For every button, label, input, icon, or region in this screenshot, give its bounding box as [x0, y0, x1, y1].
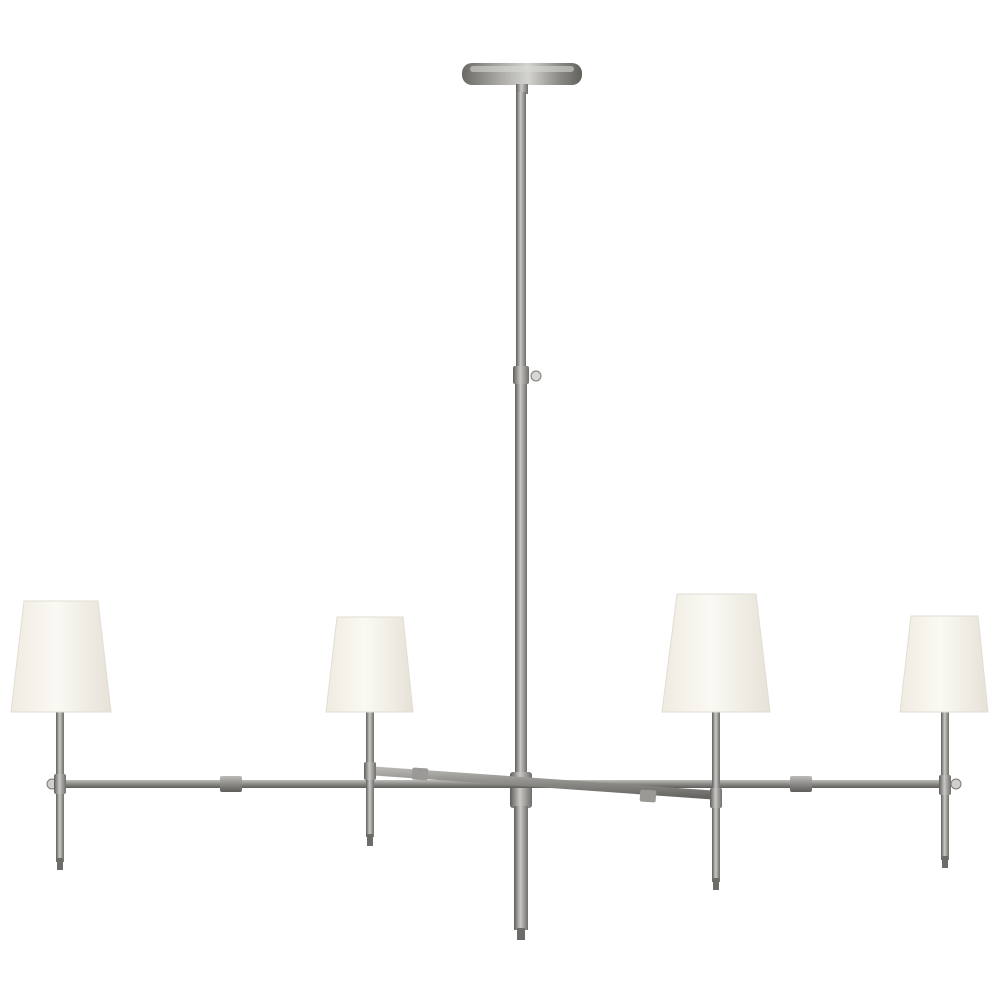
diagonal-arm — [367, 766, 720, 803]
lamp-shade-2 — [325, 616, 414, 713]
lamp-shade-3 — [661, 593, 771, 713]
lamp-2 — [325, 616, 414, 846]
lamp-1 — [10, 600, 112, 870]
lamp-4 — [899, 615, 989, 868]
lamp-3 — [661, 593, 771, 890]
lamp-shade-1 — [10, 600, 112, 713]
lamp-shade-4 — [899, 615, 989, 713]
center-stem — [510, 92, 542, 940]
ceiling-canopy — [462, 63, 582, 94]
